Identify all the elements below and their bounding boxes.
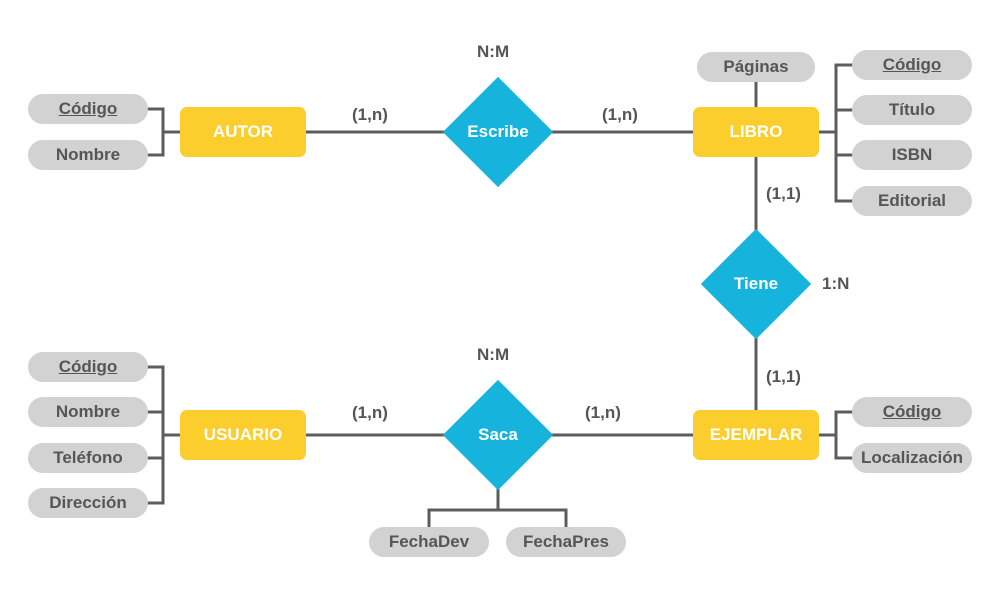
relationship-saca-label: Saca (478, 425, 518, 444)
attr-libro-codigo[interactable]: Código (852, 50, 972, 80)
attr-autor-nombre[interactable]: Nombre (28, 140, 148, 170)
cardinality-escribe-libro: (1,n) (602, 105, 638, 124)
attr-autor-codigo-label: Código (58, 99, 118, 118)
attr-usuario-telefono[interactable]: Teléfono (28, 443, 148, 473)
relationship-tiene[interactable]: Tiene (700, 228, 812, 340)
attr-libro-titulo-label: Título (888, 100, 936, 119)
cardinality-tiene-ejemplar: (1,1) (766, 367, 801, 386)
attr-ejemplar-codigo-label: Código (882, 402, 942, 421)
entity-libro-label: LIBRO (729, 122, 783, 141)
attr-libro-codigo-label: Código (882, 55, 942, 74)
attr-ejemplar-localizacion-label: Localización (860, 448, 964, 467)
attr-usuario-nombre-label: Nombre (55, 402, 121, 421)
attr-usuario-direccion[interactable]: Dirección (28, 488, 148, 518)
attr-usuario-codigo-label: Código (58, 357, 118, 376)
attr-libro-isbn-label: ISBN (891, 145, 933, 164)
attr-usuario-codigo[interactable]: Código (28, 352, 148, 382)
attr-autor-nombre-label: Nombre (55, 145, 121, 164)
relationship-escribe-label: Escribe (467, 122, 529, 141)
attr-saca-fechapres-label: FechaPres (523, 532, 609, 551)
attr-usuario-nombre[interactable]: Nombre (28, 397, 148, 427)
relationship-tiene-label: Tiene (733, 274, 779, 293)
entity-ejemplar-label: EJEMPLAR (709, 425, 803, 444)
attr-libro-paginas[interactable]: Páginas (697, 52, 815, 82)
attr-saca-fechadev-label: FechaDev (388, 532, 470, 551)
cardinality-saca-usuario: (1,n) (352, 403, 388, 422)
cardinality-tiene-type: 1:N (822, 274, 850, 293)
cardinality-tiene-libro: (1,1) (766, 184, 801, 203)
entity-libro[interactable]: LIBRO (693, 107, 819, 157)
attr-autor-codigo[interactable]: Código (28, 94, 148, 124)
entity-autor-label: AUTOR (212, 122, 274, 141)
attr-ejemplar-codigo[interactable]: Código (852, 397, 972, 427)
entity-usuario-label: USUARIO (203, 425, 283, 444)
attr-libro-paginas-label: Páginas (723, 57, 789, 76)
attr-usuario-direccion-label: Dirección (49, 493, 127, 512)
cardinality-saca-type: N:M (477, 345, 510, 364)
cardinality-escribe-autor: (1,n) (352, 105, 388, 124)
attr-libro-titulo[interactable]: Título (852, 95, 972, 125)
cardinality-escribe-type: N:M (477, 42, 510, 61)
attr-saca-fechapres[interactable]: FechaPres (506, 527, 626, 557)
relationship-saca[interactable]: Saca (442, 379, 554, 491)
attr-libro-editorial-label: Editorial (877, 191, 946, 210)
entity-usuario[interactable]: USUARIO (180, 410, 306, 460)
attr-ejemplar-localizacion[interactable]: Localización (852, 443, 972, 473)
entity-autor[interactable]: AUTOR (180, 107, 306, 157)
attr-usuario-telefono-label: Teléfono (53, 448, 123, 467)
entity-ejemplar[interactable]: EJEMPLAR (693, 410, 819, 460)
relationship-escribe[interactable]: Escribe (442, 76, 554, 188)
cardinality-saca-ejemplar: (1,n) (585, 403, 621, 422)
attr-saca-fechadev[interactable]: FechaDev (369, 527, 489, 557)
attr-libro-editorial[interactable]: Editorial (852, 186, 972, 216)
attr-libro-isbn[interactable]: ISBN (852, 140, 972, 170)
